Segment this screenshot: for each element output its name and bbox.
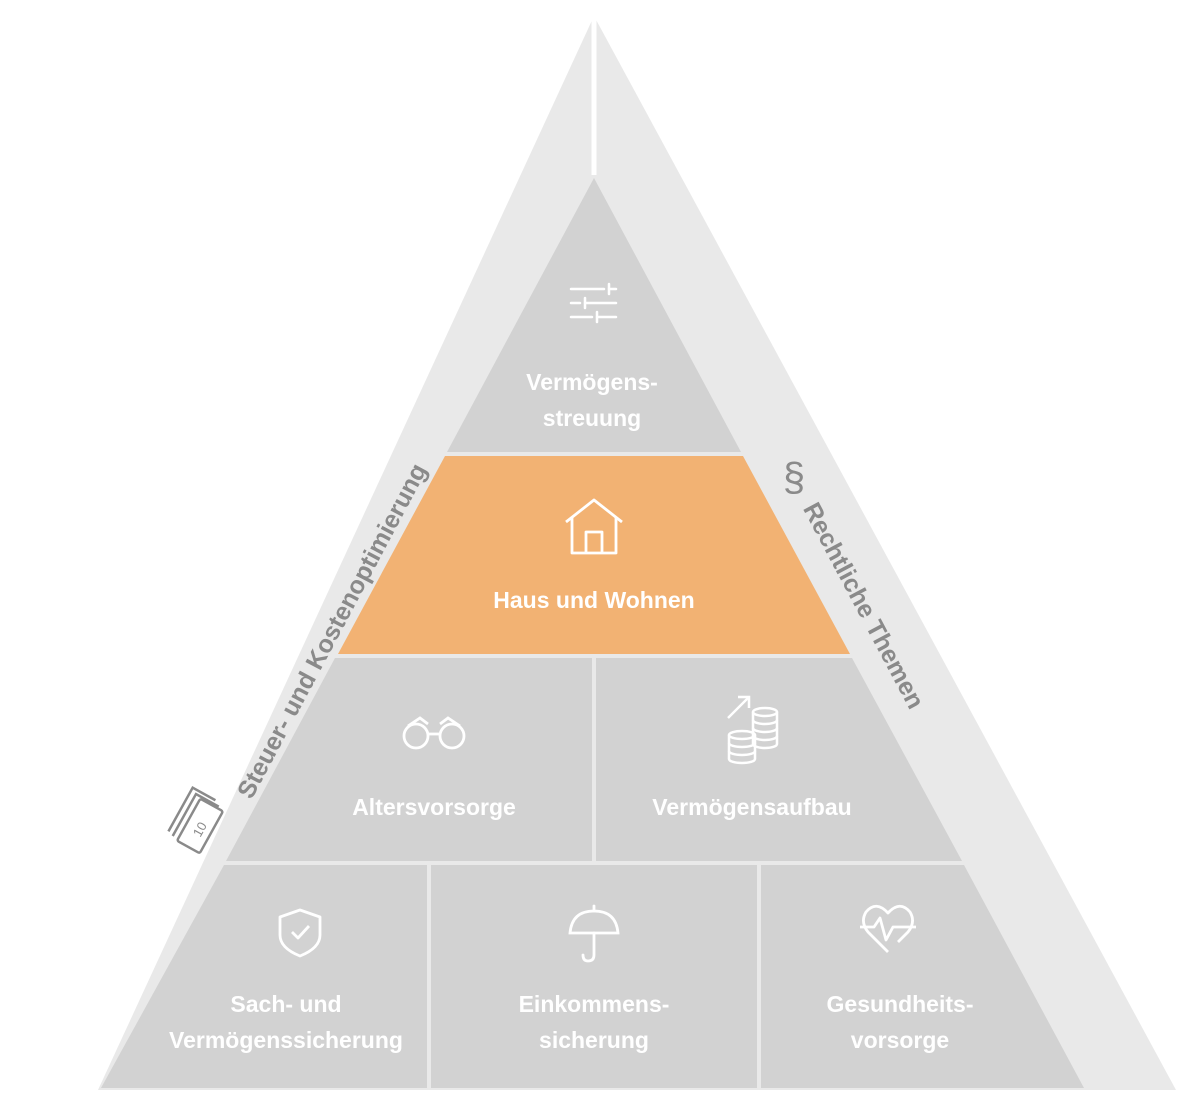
label-einkommenssicherung: Einkommens- sicherung <box>518 991 670 1053</box>
label-gesundheitsvorsorge: Gesundheits- vorsorge <box>826 991 974 1053</box>
segment-vermoegensstreuung[interactable] <box>447 178 741 452</box>
label-sach-und-vermoegenssicherung: Sach- und Vermögenssicherung <box>169 991 403 1053</box>
house-icon <box>565 498 623 555</box>
binoculars-icon <box>402 716 466 750</box>
money-bills-icon: 10 <box>167 785 224 854</box>
segment-sach-und-vermoegenssicherung[interactable] <box>101 865 427 1088</box>
label-vermoegensstreuung: Vermögens- streuung <box>526 369 658 431</box>
coins-growth-icon <box>727 695 779 765</box>
segment-einkommenssicherung[interactable] <box>431 865 757 1088</box>
segment-gesundheitsvorsorge[interactable] <box>761 865 1084 1088</box>
label-vermoegensaufbau: Vermögensaufbau <box>652 794 852 820</box>
segment-altersvorsorge[interactable] <box>226 658 592 861</box>
segment-haus-und-wohnen[interactable] <box>338 456 850 654</box>
segment-vermoegensaufbau[interactable] <box>596 658 962 861</box>
umbrella-icon <box>568 904 620 963</box>
svg-text:§: § <box>783 456 805 500</box>
label-altersvorsorge: Altersvorsorge <box>352 794 516 820</box>
svg-text:10: 10 <box>190 819 210 839</box>
sliders-icon <box>569 282 618 324</box>
label-haus-und-wohnen: Haus und Wohnen <box>493 587 695 613</box>
heart-pulse-icon <box>860 904 916 953</box>
shield-check-icon <box>278 908 322 958</box>
paragraph-icon: § <box>783 456 805 500</box>
